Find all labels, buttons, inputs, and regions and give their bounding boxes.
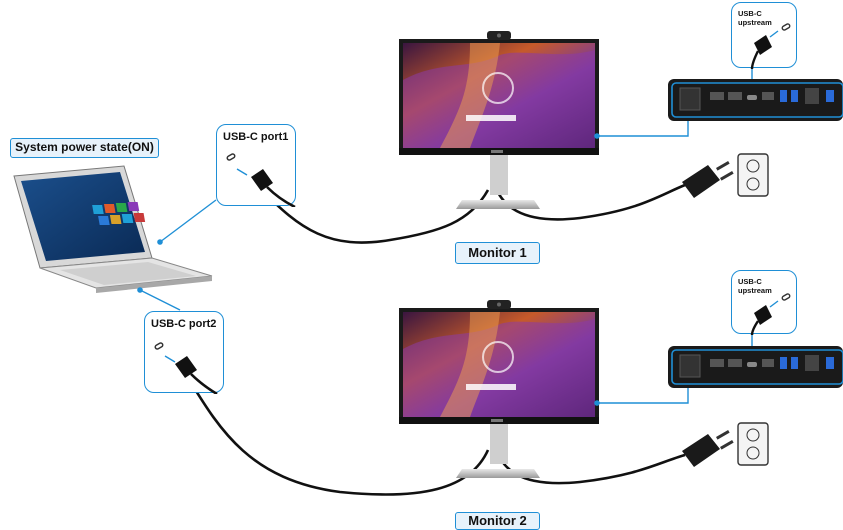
usb-c-upstream-callout-monitor1: USB-C upstream [731, 2, 797, 69]
rear-io-panel-icon [668, 79, 843, 121]
laptop-icon [13, 165, 213, 293]
monitor-icon [399, 308, 599, 478]
usb-c-upstream-callout-monitor2: USB-C upstream [731, 270, 797, 335]
wall-outlet-icon [737, 153, 769, 197]
usb-c-connector-icon [750, 23, 791, 69]
usb-c-port2-label: USB-C port2 [151, 318, 217, 330]
rear-io-panel-icon [668, 346, 843, 388]
power-plug-icon [682, 161, 734, 198]
webcam-icon [487, 31, 511, 40]
wall-outlet-icon [737, 422, 769, 466]
usb-c-port1-callout: USB-C port1 [216, 124, 296, 207]
power-plug-icon [682, 430, 734, 467]
webcam-icon [487, 300, 511, 309]
monitor2-caption: Monitor 2 [455, 512, 540, 530]
monitor1-caption: Monitor 1 [455, 242, 540, 264]
system-power-state-label: System power state(ON) [10, 138, 159, 158]
upstream-label-line1: USB-C [738, 277, 762, 286]
usb-c-connector-icon [226, 153, 296, 207]
usb-c-cable-monitor1 [259, 179, 686, 244]
monitor-icon [399, 39, 599, 209]
upstream-label-line2: upstream [738, 18, 772, 27]
upstream-label-line1: USB-C [738, 9, 762, 18]
usb-c-port2-callout: USB-C port2 [144, 311, 224, 394]
usb-c-connector-icon [750, 293, 791, 335]
upstream-label-line2: upstream [738, 286, 772, 295]
usb-c-port1-label: USB-C port1 [223, 131, 289, 143]
usb-c-connector-icon [154, 342, 218, 394]
